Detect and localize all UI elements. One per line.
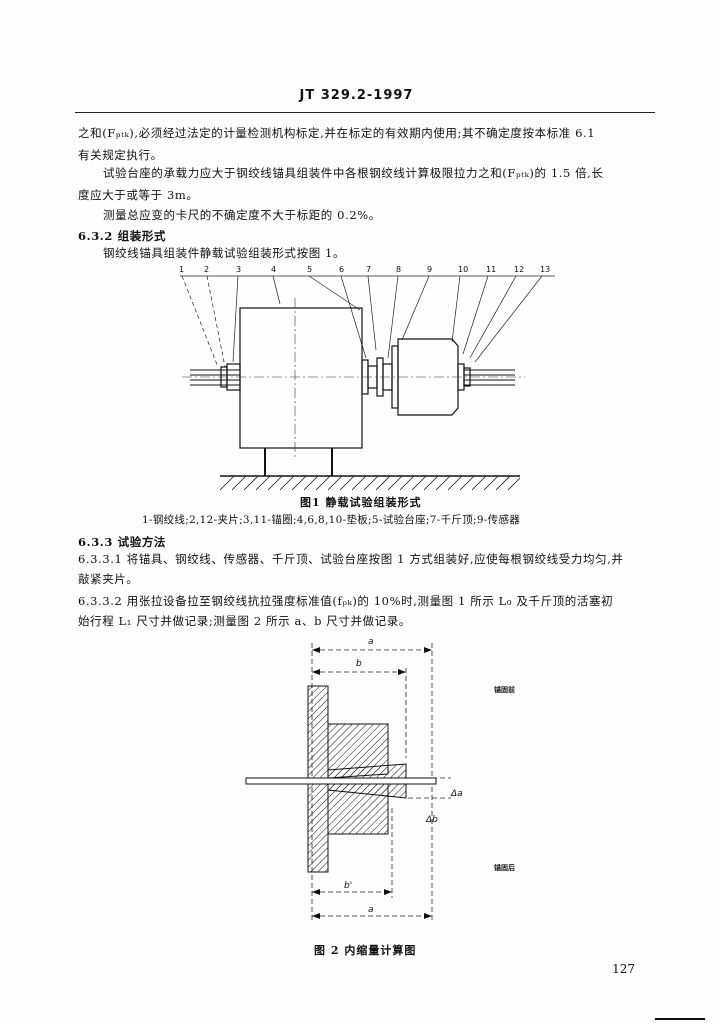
label-b-prime: b' bbox=[344, 881, 352, 891]
label-a-top: a bbox=[368, 637, 374, 647]
section-6-3-3-2-line-1: 6.3.3.2 用张拉设备拉至钢绞线抗拉强度标准值(fₚₖ)的 10%时,测量图… bbox=[78, 594, 614, 608]
section-6-3-2-text: 钢绞线锚具组装件静载试验组装形式按图 1。 bbox=[103, 246, 346, 260]
callout-1: 1 bbox=[180, 265, 184, 274]
page-header: JT 329.2-1997 bbox=[299, 88, 414, 103]
figure-1-callout-numbers: 1 2 3 4 5 6 7 8 9 10 11 12 13 bbox=[180, 265, 550, 274]
section-6-3-3-1-line-2: 敲紧夹片。 bbox=[78, 572, 139, 586]
callout-13: 13 bbox=[540, 265, 550, 274]
section-6-3-3-2-line-2: 始行程 L₁ 尺寸并做记录;测量图 2 所示 a、b 尺寸并做记录。 bbox=[78, 614, 411, 628]
paragraph-2-line-1: 试验台座的承载力应大于钢绞线锚具组装件中各根钢绞线计算极限拉力之和(Fₚₜₖ)的… bbox=[103, 166, 604, 180]
leader-lines bbox=[181, 275, 543, 368]
header-rule bbox=[75, 112, 655, 113]
callout-5: 5 bbox=[307, 265, 312, 274]
figure-2-labels: a b Δa Δb b' a bbox=[344, 637, 463, 915]
section-6-3-3-1-line-1: 6.3.3.1 将锚具、钢绞线、传感器、千斤顶、试验台座按图 1 方式组装好,应… bbox=[78, 552, 624, 566]
paragraph-1-line-1: 之和(Fₚₜₖ),必须经过法定的计量检测机构标定,并在标定的有效期内使用;其不确… bbox=[78, 126, 596, 140]
callout-7: 7 bbox=[366, 265, 371, 274]
figure-1-drawing: 1 2 3 4 5 6 7 8 9 10 11 12 13 bbox=[180, 265, 555, 491]
callout-2: 2 bbox=[204, 265, 209, 274]
paragraph-2-line-2: 度应大于或等于 3m。 bbox=[78, 188, 199, 202]
label-delta-b: Δb bbox=[425, 815, 438, 825]
ground-hatch bbox=[219, 475, 521, 491]
paragraph-1-line-2: 有关规定执行。 bbox=[78, 148, 163, 162]
callout-6: 6 bbox=[339, 265, 344, 274]
callout-8: 8 bbox=[396, 265, 401, 274]
strands bbox=[190, 369, 515, 386]
label-b-top: b bbox=[356, 659, 362, 669]
section-6-3-2-heading: 6.3.2 组装形式 bbox=[78, 229, 167, 243]
test-bed-frame bbox=[239, 307, 363, 449]
section-6-3-3-heading: 6.3.3 试验方法 bbox=[78, 535, 167, 549]
callout-12: 12 bbox=[514, 265, 524, 274]
figure-2-state-labels: 锚固前 锚固后 bbox=[494, 685, 515, 872]
label-after-anchoring: 锚固后 bbox=[494, 863, 515, 872]
callout-4: 4 bbox=[271, 265, 276, 274]
callout-11: 11 bbox=[486, 265, 496, 274]
page-number: 127 bbox=[612, 962, 635, 976]
jack-body bbox=[397, 338, 459, 416]
callout-3: 3 bbox=[236, 265, 241, 274]
label-before-anchoring: 锚固前 bbox=[494, 685, 515, 694]
strand bbox=[245, 777, 437, 785]
callout-9: 9 bbox=[427, 265, 432, 274]
callout-10: 10 bbox=[458, 265, 468, 274]
center-lines bbox=[182, 298, 525, 458]
figure-1-caption: 图1 静载试验组装形式 bbox=[300, 496, 422, 509]
figure-1-assembly bbox=[220, 307, 471, 476]
figure-1-legend: 1-钢绞线;2,12-夹片;3,11-锚圈;4,6,8,10-垫板;5-试验台座… bbox=[142, 514, 521, 526]
figure-2-drawing: a b Δa Δb b' a 锚固前 锚固后 bbox=[245, 637, 515, 923]
corner-mark bbox=[655, 1018, 705, 1020]
label-delta-a: Δa bbox=[450, 789, 463, 799]
paragraph-3: 测量总应变的卡尺的不确定度不大于标距的 0.2%。 bbox=[103, 208, 381, 222]
figure-2-caption: 图 2 内缩量计算图 bbox=[314, 944, 417, 957]
label-a-bottom: a bbox=[368, 905, 374, 915]
dimension-arrows bbox=[312, 647, 432, 919]
